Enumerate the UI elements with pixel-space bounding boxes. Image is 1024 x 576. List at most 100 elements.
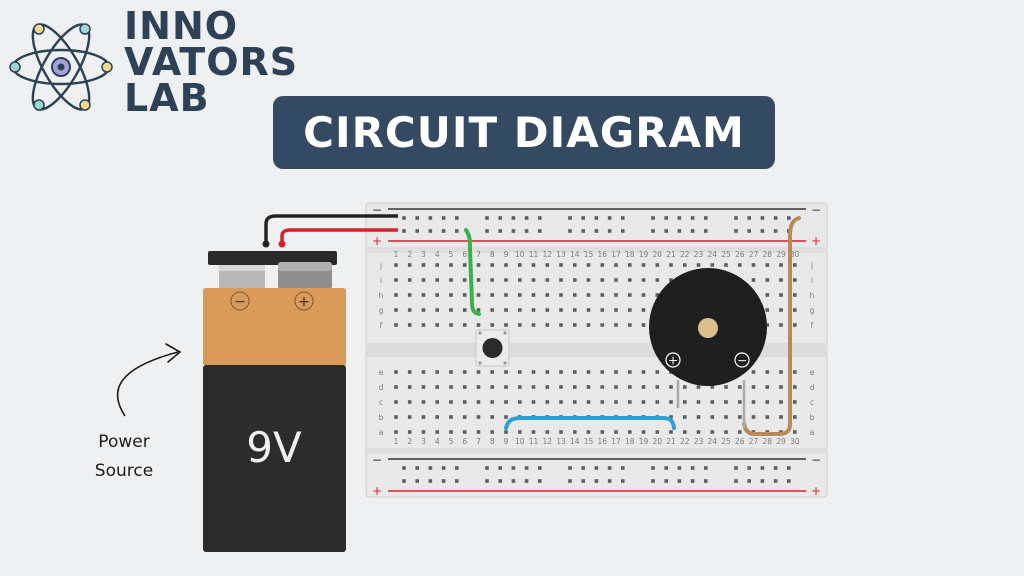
terminal-hole xyxy=(600,308,605,312)
row-letter-right: b xyxy=(810,413,815,422)
terminal-hole xyxy=(407,385,412,389)
terminal-hole xyxy=(586,400,591,404)
terminal-hole xyxy=(573,400,577,404)
terminal-hole xyxy=(683,400,687,404)
terminal-hole xyxy=(586,293,591,297)
battery-body xyxy=(203,365,346,552)
battery-voltage-label: 9V xyxy=(246,423,302,472)
terminal-hole xyxy=(462,323,467,327)
terminal-hole xyxy=(724,415,728,419)
terminal-hole xyxy=(628,263,632,267)
push-button xyxy=(475,329,510,367)
terminal-hole xyxy=(545,293,550,297)
column-number-top: 17 xyxy=(611,250,621,259)
buzzer-plus-marker xyxy=(665,352,681,368)
terminal-hole xyxy=(573,430,577,434)
terminal-hole xyxy=(421,400,426,404)
rail-hole xyxy=(773,229,778,233)
rail-hole xyxy=(415,466,419,470)
terminal-hole xyxy=(724,430,728,434)
rail-hole xyxy=(498,479,502,483)
rail-hole xyxy=(538,229,542,233)
terminal-hole xyxy=(504,278,508,282)
rail-hole xyxy=(581,466,585,470)
power-source-line-2: Source xyxy=(94,461,154,481)
terminal-hole xyxy=(490,385,494,389)
terminal-hole xyxy=(614,370,618,374)
rail-hole xyxy=(485,479,489,483)
rail-hole xyxy=(455,229,459,233)
rail-hole xyxy=(581,229,585,233)
terminal-hole xyxy=(559,263,563,267)
rail-hole xyxy=(690,229,695,233)
terminal-hole xyxy=(738,415,742,419)
terminal-hole xyxy=(559,308,563,312)
terminal-hole xyxy=(738,263,742,267)
column-number-bottom: 6 xyxy=(462,437,467,446)
column-number-top: 7 xyxy=(476,250,481,259)
terminal-hole xyxy=(559,385,563,389)
column-number-bottom: 13 xyxy=(556,437,566,446)
rail-hole xyxy=(428,229,433,233)
row-letter-left: h xyxy=(379,291,384,300)
rail-hole xyxy=(441,479,446,483)
terminal-hole xyxy=(614,400,618,404)
rail-hole xyxy=(677,229,682,233)
column-number-bottom: 20 xyxy=(652,437,662,446)
terminal-hole xyxy=(435,370,439,374)
battery: − + 9V xyxy=(203,251,346,552)
rail-hole xyxy=(511,466,516,470)
terminal-hole xyxy=(407,323,412,327)
terminal-hole xyxy=(600,293,605,297)
green-jumper-wire xyxy=(464,228,481,316)
terminal-hole xyxy=(462,263,467,267)
rail-hole xyxy=(524,216,529,220)
rail-hole xyxy=(607,466,612,470)
terminal-hole xyxy=(724,263,728,267)
terminal-hole xyxy=(476,278,481,282)
push-button-cap xyxy=(482,338,503,358)
terminal-hole xyxy=(421,385,426,389)
column-number-bottom: 1 xyxy=(394,437,399,446)
terminal-hole xyxy=(779,415,783,419)
terminal-hole xyxy=(793,400,797,404)
column-number-bottom: 28 xyxy=(762,437,772,446)
battery-minus-symbol-ring xyxy=(230,291,250,311)
bottom-rail-minus-label-left: − xyxy=(372,453,382,467)
terminal-hole xyxy=(573,385,577,389)
buzzer-plus-label: + xyxy=(668,354,678,368)
terminal-hole xyxy=(779,370,783,374)
terminal-hole xyxy=(421,323,426,327)
rail-hole xyxy=(594,229,599,233)
terminal-hole xyxy=(710,385,715,389)
terminal-hole xyxy=(531,293,536,297)
battery-black-wire xyxy=(264,214,398,246)
column-number-bottom: 21 xyxy=(666,437,676,446)
row-letter-left: j xyxy=(379,261,382,270)
terminal-hole xyxy=(641,323,646,327)
terminal-hole xyxy=(628,278,632,282)
column-number-top: 15 xyxy=(584,250,594,259)
column-number-bottom: 18 xyxy=(625,437,635,446)
bottom-rail-plus-label-left: + xyxy=(372,484,382,498)
rail-hole xyxy=(538,466,542,470)
rail-hole xyxy=(747,229,751,233)
terminal-hole xyxy=(449,278,453,282)
rail-hole xyxy=(690,479,695,483)
column-number-top: 18 xyxy=(625,250,635,259)
rail-hole xyxy=(511,229,516,233)
column-number-top: 5 xyxy=(449,250,454,259)
row-letter-right: h xyxy=(810,291,815,300)
rail-hole xyxy=(485,216,489,220)
rail-hole xyxy=(677,466,682,470)
row-letter-right: j xyxy=(810,261,813,270)
terminal-hole xyxy=(696,400,701,404)
terminal-hole xyxy=(435,263,439,267)
rail-hole xyxy=(538,216,542,220)
rail-hole xyxy=(690,216,695,220)
rail-hole xyxy=(760,216,765,220)
terminal-hole xyxy=(490,323,494,327)
column-number-bottom: 9 xyxy=(504,437,509,446)
terminal-hole xyxy=(476,308,481,312)
terminal-hole xyxy=(751,370,756,374)
